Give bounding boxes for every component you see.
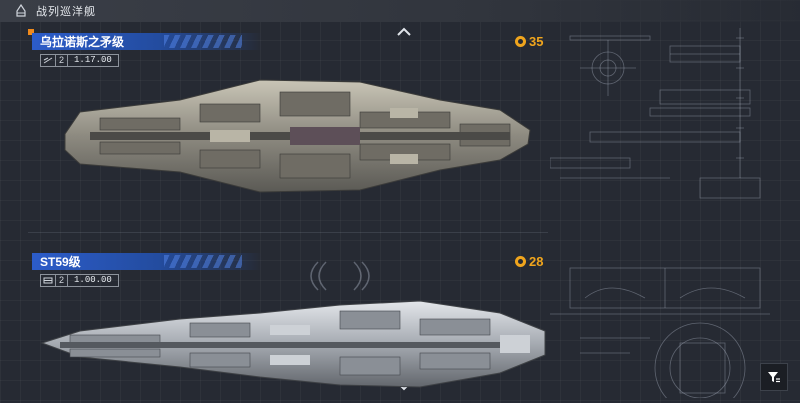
filter-button[interactable] <box>760 363 788 391</box>
ship-name: ST59级 <box>40 255 81 269</box>
blueprint-schematic-bottom <box>550 267 770 398</box>
cost-value: 35 <box>529 34 544 49</box>
scale-value: 1.17.00 <box>68 54 119 67</box>
scale-value: 1.00.00 <box>68 274 119 287</box>
ship-card-2[interactable]: ST59级 2 1.00.00 <box>32 253 262 287</box>
cost-badge-2: 28 <box>515 254 543 269</box>
coin-icon <box>515 256 526 267</box>
blueprint-schematic-top <box>550 28 761 199</box>
filter-icon <box>768 372 780 383</box>
ship-model-uranus-spear[interactable] <box>60 72 535 200</box>
ship-hat-icon <box>16 4 26 17</box>
blueprint-icon <box>40 54 56 67</box>
ship-stats: 2 1.00.00 <box>40 274 262 287</box>
ship-model-st59[interactable] <box>40 295 550 395</box>
bracket-decoration <box>310 261 370 291</box>
cost-badge-1: 35 <box>515 34 543 49</box>
ship-name: 乌拉诺斯之矛级 <box>40 35 125 49</box>
chevron-up-icon[interactable] <box>396 26 412 38</box>
ship-name-bar: 乌拉诺斯之矛级 <box>32 33 262 50</box>
top-bar: 战列巡洋舰 <box>0 0 800 22</box>
coin-icon <box>515 36 526 47</box>
cost-value: 28 <box>529 254 544 269</box>
ship-stats: 2 1.17.00 <box>40 54 262 67</box>
tier-value: 2 <box>56 54 69 67</box>
selected-marker <box>28 29 34 35</box>
ship-name-bar: ST59级 <box>32 253 262 270</box>
ship-card-1[interactable]: 乌拉诺斯之矛级 2 1.17.00 <box>28 29 262 67</box>
divider <box>28 232 548 233</box>
category-title: 战列巡洋舰 <box>36 6 96 18</box>
tier-value: 2 <box>56 274 69 287</box>
stripe-decoration <box>164 255 242 268</box>
blueprint-icon <box>40 274 56 287</box>
stripe-decoration <box>164 35 242 48</box>
